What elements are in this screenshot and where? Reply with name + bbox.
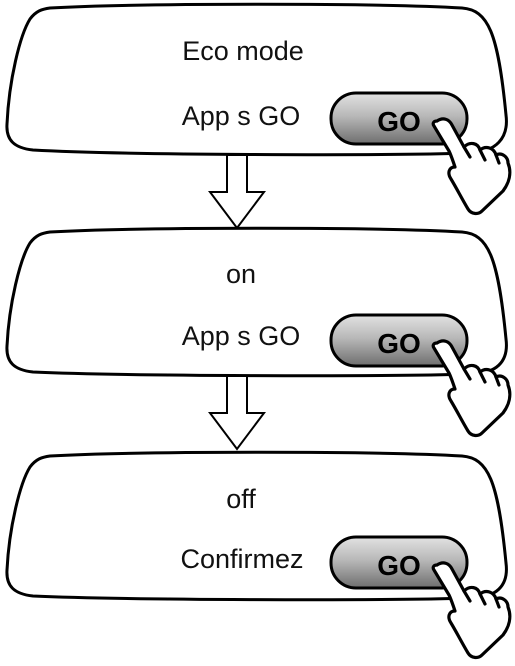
down-arrow-icon: [209, 154, 265, 229]
go-button-label: GO: [377, 328, 421, 359]
go-button-label: GO: [377, 550, 421, 581]
screen-line-2: App s GO: [182, 321, 301, 351]
screen-line-2: App s GO: [182, 101, 301, 131]
go-button[interactable]: GO: [329, 313, 469, 368]
screen-line-2: Confirmez: [180, 544, 303, 574]
step-1-panel: Eco mode App s GO GO: [5, 2, 512, 216]
screen-line-1: Eco mode: [182, 36, 304, 66]
go-button[interactable]: GO: [329, 91, 469, 146]
go-button-label: GO: [377, 106, 421, 137]
go-button[interactable]: GO: [329, 535, 469, 590]
step-2-panel: on App s GO GO: [5, 226, 512, 438]
step-3-panel: off Confirmez GO: [5, 450, 512, 660]
screen-line-1: off: [226, 484, 256, 514]
screen-line-1: on: [226, 259, 256, 289]
down-arrow-icon: [209, 375, 265, 450]
